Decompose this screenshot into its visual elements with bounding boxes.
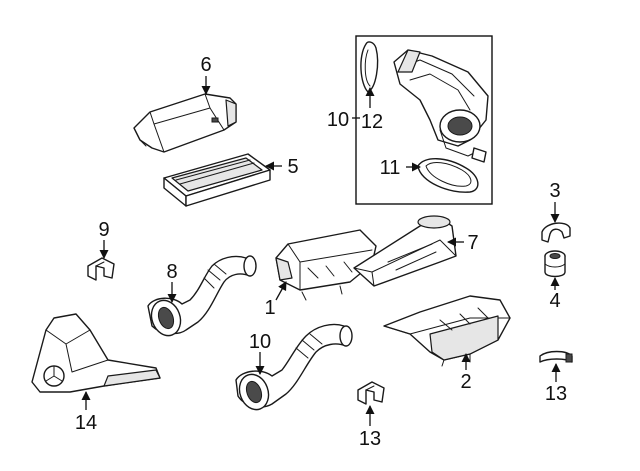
callout-1: 1 — [264, 297, 275, 319]
part-1-resonator-duct — [275, 229, 377, 301]
part-14-engine-cover — [31, 313, 161, 393]
callout-10-lower: 13 — [359, 428, 381, 450]
assembly-11-box — [355, 35, 493, 205]
callout-7: 7 — [467, 232, 478, 254]
callout-13-upper: 12 — [361, 111, 383, 133]
part-13-seal-ring-upper — [360, 41, 379, 93]
part-2-lower-housing — [383, 295, 511, 367]
callout-11: 10 — [327, 109, 349, 131]
callout-9: 10 — [249, 331, 271, 353]
part-12-gasket — [417, 158, 479, 193]
part-5-filter-element — [163, 153, 271, 207]
callout-5: 5 — [287, 156, 298, 178]
callout-10-left: 9 — [98, 219, 109, 241]
part-9-intake-hose — [235, 323, 353, 411]
part-11-intake-hose-assembly — [393, 49, 489, 163]
part-10-clip-lower — [357, 381, 385, 405]
part-7-intake-duct — [353, 215, 457, 287]
part-8-intake-hose — [147, 255, 257, 337]
part-3-clip — [541, 222, 571, 243]
callout-4: 4 — [549, 290, 560, 312]
callout-8: 8 — [166, 261, 177, 283]
part-10-clip-left — [87, 257, 115, 281]
callout-2: 2 — [460, 371, 471, 393]
callout-14: 14 — [75, 412, 97, 434]
part-6-air-cleaner-cover — [133, 93, 237, 153]
callout-12: 11 — [380, 157, 401, 179]
callout-13-lower: 13 — [545, 383, 567, 405]
callout-3: 3 — [549, 180, 560, 202]
part-13-clamp-lower — [539, 350, 573, 363]
callout-6: 6 — [200, 54, 211, 76]
part-4-grommet — [544, 250, 566, 278]
